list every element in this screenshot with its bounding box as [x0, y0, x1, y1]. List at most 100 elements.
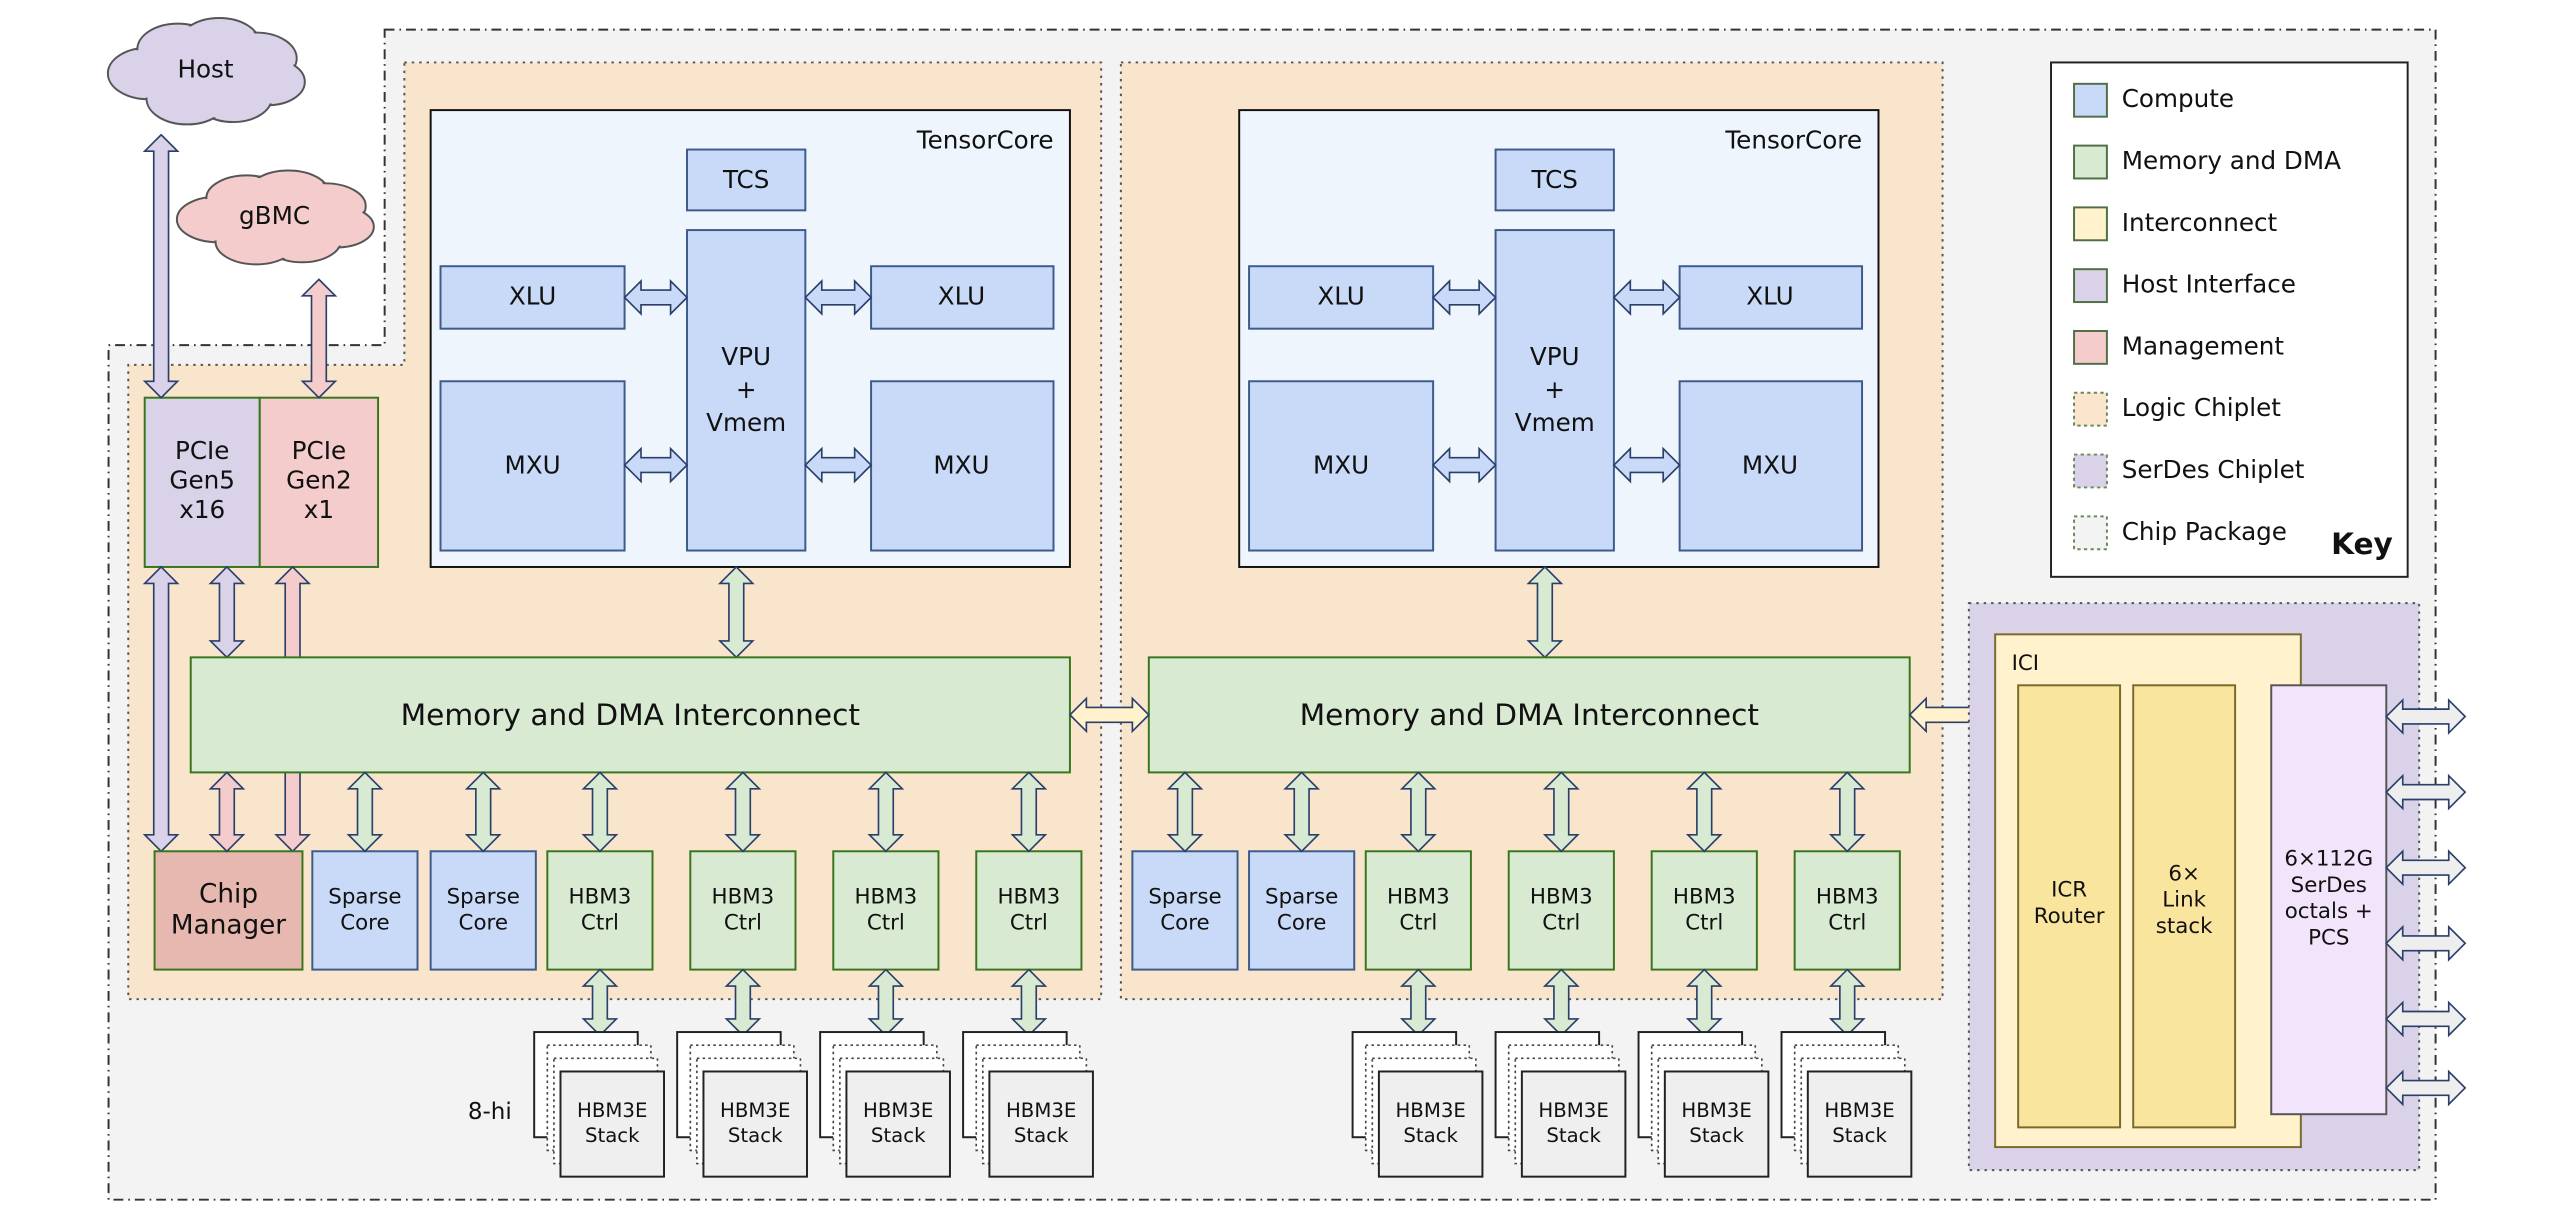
key-title: Key [2331, 527, 2393, 561]
key-item-label: Interconnect [2122, 208, 2278, 237]
gbmc-cloud [175, 169, 375, 266]
hbm-ctrl-label-line: Ctrl [1010, 911, 1048, 936]
tensorcore-title: TensorCore [1724, 125, 1862, 154]
serdes-block [2270, 684, 2388, 1116]
serdes-label-line: SerDes [2291, 873, 2367, 898]
hbm3e-stack-block [702, 1070, 808, 1178]
key-swatch [2073, 453, 2108, 489]
sparse-core-block [311, 850, 419, 971]
hbm3e-stack-label-line: HBM3E [1395, 1099, 1465, 1122]
vpu-vmem-label-line: VPU [721, 342, 771, 371]
sparse-core-label-line: Sparse [1265, 884, 1338, 909]
key-legend [2050, 61, 2409, 578]
mxu-right-label: MXU [933, 451, 989, 480]
pcie-gen2-label-line: Gen2 [286, 466, 352, 495]
pcie-gen2-label-line: PCIe [292, 436, 347, 465]
hbm-ctrl-block [1793, 850, 1901, 971]
hbm3e-stack-label-line: HBM3E [1681, 1099, 1751, 1122]
tcs-label: TCS [722, 165, 769, 194]
hbm-ctrl-label-line: Ctrl [867, 911, 905, 936]
gbmc-cloud-label: gBMC [239, 201, 310, 230]
serdes-io-arrow [2385, 1000, 2467, 1038]
mem-hbmctrl-arrow [581, 771, 619, 853]
mxu-right-block [1678, 380, 1864, 552]
icr-router-block [2017, 684, 2122, 1129]
xlu-left-block [1248, 265, 1435, 330]
vpu-vmem-label-line: VPU [1530, 342, 1580, 371]
hbm3e-stack-label-line: Stack [871, 1124, 926, 1147]
mem-hbmctrl-arrow [1010, 771, 1048, 853]
vpu-vmem-label-line: Vmem [1515, 408, 1595, 437]
pcie-gen2-label-line: x1 [304, 495, 334, 524]
serdes-label-line: octals + [2285, 899, 2373, 924]
mem-chipmgr-arrow [208, 771, 246, 853]
hbm3e-stack-label-line: Stack [1546, 1124, 1601, 1147]
key-swatch [2073, 515, 2108, 551]
hbm-ctrl-block [832, 850, 940, 971]
chip-manager-label-line: Manager [171, 911, 286, 941]
xlu-right-label: XLU [938, 281, 985, 310]
link-stack-label-line: stack [2156, 914, 2213, 939]
vpu-vmem-block [1494, 229, 1615, 552]
tcs-block [1494, 148, 1615, 212]
hbm-ctrl-label-line: HBM3 [1387, 884, 1450, 909]
hbm3e-stack-block [1806, 1070, 1913, 1178]
mem-hbmctrl-arrow [1399, 771, 1437, 853]
tensorcore-title: TensorCore [916, 125, 1054, 154]
vpu-xlu-arrow [1612, 279, 1681, 316]
memory-dma-interconnect-1 [189, 656, 1071, 774]
icr-router-label-line: Router [2034, 904, 2105, 929]
mxu-left-block [439, 380, 626, 552]
key-swatch [2073, 329, 2108, 365]
hbm3e-stack-label-line: HBM3E [720, 1099, 790, 1122]
key-swatch [2073, 268, 2108, 304]
hbm-ctrl-label-line: Ctrl [724, 911, 762, 936]
sparse-core-block [1131, 850, 1239, 971]
hbm-ctrl-label-line: HBM3 [1816, 884, 1879, 909]
hbm-ctrl-label-line: HBM3 [1673, 884, 1736, 909]
pcie-gen2-block [258, 396, 380, 568]
cloud-core [150, 42, 261, 99]
sparse-core-label-line: Core [1277, 911, 1326, 936]
pcie-gen5-label-line: Gen5 [169, 466, 235, 495]
hbm3e-stack-label-line: HBM3E [1006, 1099, 1076, 1122]
mem-hbmctrl-arrow [724, 771, 762, 853]
icr-router-label-line: ICR [2051, 878, 2087, 903]
hbm-ctrl-block [1507, 850, 1615, 971]
memory-dma-interconnect-label: Memory and DMA Interconnect [1300, 698, 1759, 732]
key-swatch [2073, 206, 2108, 242]
pcie-gen5-label-line: PCIe [175, 436, 230, 465]
tcs-block [686, 148, 807, 212]
hbm3e-stack-block [988, 1070, 1094, 1178]
host-pcie-arrow [142, 133, 180, 399]
hbm3e-stack-block [1520, 1070, 1627, 1178]
key-swatch [2073, 391, 2108, 427]
hbm3e-stack-label-line: Stack [585, 1124, 640, 1147]
mem-sparsecore-arrow [1166, 771, 1204, 853]
xlu-right-block [1678, 265, 1864, 330]
key-item-label: Compute [2122, 84, 2234, 113]
hbm3e-stack-label-line: Stack [1689, 1124, 1744, 1147]
xlu-vpu-arrow [1431, 279, 1497, 316]
link-stack-label-line: 6× [2168, 861, 2200, 886]
hbm-ctrl-label-line: HBM3 [1530, 884, 1593, 909]
vpu-xlu-arrow [804, 279, 873, 316]
memory-dma-interconnect-2 [1147, 656, 1911, 774]
sparse-core-label-line: Core [1160, 911, 1209, 936]
serdes-io-arrow [2385, 849, 2467, 887]
hbm-ctrl-label-line: HBM3 [855, 884, 918, 909]
pcie-gen5-label-line: x16 [179, 495, 225, 524]
hbm3e-stack-label-line: HBM3E [1538, 1099, 1608, 1122]
xlu-left-label: XLU [509, 281, 556, 310]
hbm3e-stack-label-line: HBM3E [1824, 1099, 1894, 1122]
key-swatch [2073, 82, 2108, 118]
link-stack-label-line: Link [2162, 888, 2206, 913]
hbm-ctrl-label-line: Ctrl [1542, 911, 1580, 936]
hbm3e-stack-label-line: HBM3E [863, 1099, 933, 1122]
serdes-io-arrow [2385, 924, 2467, 962]
hbm-ctrl-block [1650, 850, 1758, 971]
chip-manager-label-line: Chip [199, 879, 258, 909]
hbm-ctrl-label-line: HBM3 [569, 884, 632, 909]
serdes-label-line: PCS [2308, 925, 2349, 950]
